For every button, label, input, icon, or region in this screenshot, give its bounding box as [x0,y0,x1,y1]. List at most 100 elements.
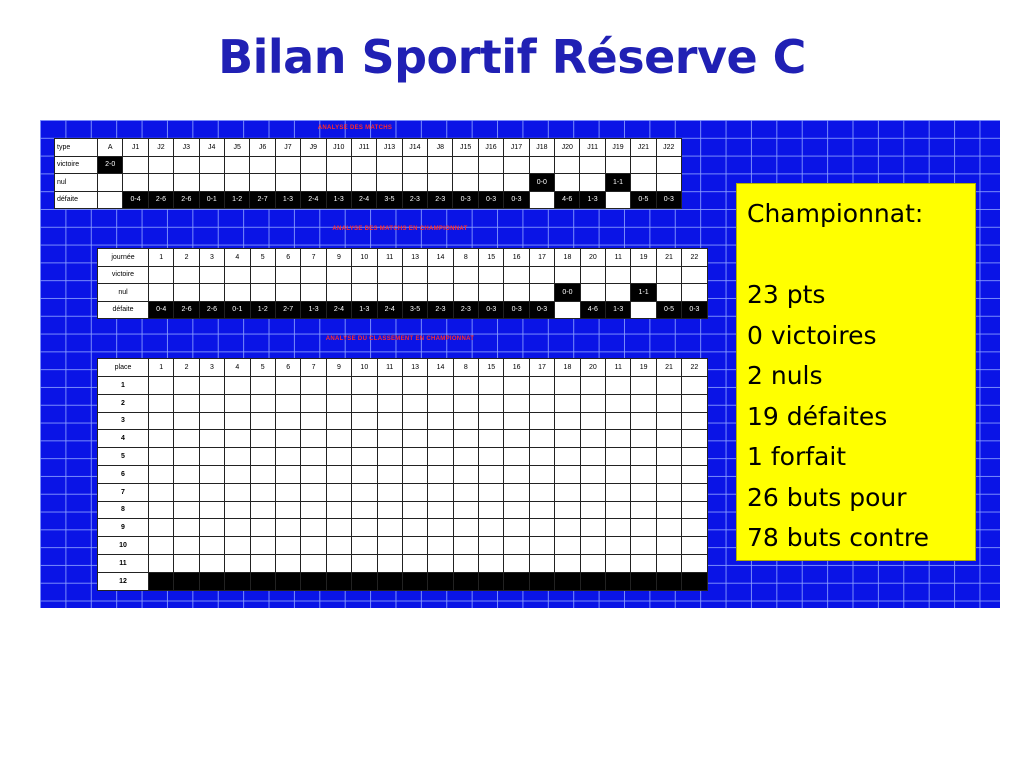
table-row: 9 [97,518,708,538]
ranking-cell [249,500,276,520]
ranking-cell [528,571,556,591]
ranking-cell [224,376,251,395]
table-row: 12 [97,571,708,591]
ranking-cell [325,571,353,591]
result-cell: 2-3 [427,300,454,319]
ranking-cell [401,464,429,484]
ranking-cell [401,447,429,466]
ranking-cell [452,500,480,520]
result-cell [452,283,480,302]
result-cell [528,155,556,174]
ranking-cell [173,536,200,555]
ranking-cell [528,482,556,502]
ranking-cell [554,536,581,555]
result-cell [173,155,200,174]
ranking-cell [224,464,251,484]
ranking-cell [605,500,632,520]
column-header-cell: J13 [376,138,403,157]
ranking-cell [452,518,480,538]
result-cell [554,173,581,192]
ranking-cell [579,482,607,502]
ranking-cell [554,376,581,395]
ranking-cell [300,518,327,538]
ranking-cell [630,536,657,555]
ranking-cell [274,376,302,395]
ranking-cell [147,500,175,520]
result-cell [274,283,302,302]
ranking-cell [173,571,200,591]
ranking-cell [401,500,429,520]
ranking-cell [274,571,302,591]
result-cell [300,173,327,192]
result-cell [376,265,403,284]
table-row: 1 [97,376,708,395]
result-cell [655,265,683,284]
ranking-cell [554,429,581,449]
column-header-cell: J11 [350,138,378,157]
result-cell: 3-5 [376,190,403,209]
column-header-cell: 9 [325,358,353,377]
result-cell: 0-5 [630,190,657,209]
result-cell: 2-0 [96,155,124,174]
place-label-cell: 6 [97,464,149,484]
ranking-cell [630,447,657,466]
column-header-cell: 7 [300,248,327,267]
ranking-cell [224,553,251,573]
result-cell [147,283,175,302]
ranking-cell [224,482,251,502]
result-cell [350,173,378,192]
result-cell [147,155,175,174]
ranking-cell [655,376,683,395]
result-cell [325,173,352,192]
place-label-cell: 2 [97,393,149,413]
result-cell [528,283,556,302]
result-cell [477,173,505,192]
ranking-cell [478,518,505,538]
summary-line: 19 défaites [747,401,888,431]
column-header-cell: 20 [579,248,607,267]
result-cell: 0-1 [198,190,225,209]
ranking-cell [147,482,175,502]
result-cell [579,173,606,192]
ranking-cell [325,411,353,431]
ranking-cell [325,447,353,466]
ranking-cell [401,482,429,502]
ranking-cell [681,571,708,591]
result-cell: 2-6 [173,190,200,209]
column-header-cell: 20 [579,358,607,377]
result-cell [147,173,175,192]
table-row: 11 [97,553,708,573]
ranking-cell [478,553,505,573]
row-label-cell: défaite [97,300,149,319]
result-cell [249,265,276,284]
result-cell [579,283,607,302]
column-header-cell: J9 [300,138,327,157]
ranking-cell [300,464,327,484]
column-header-cell: 14 [427,248,454,267]
ranking-cell [681,447,708,466]
ranking-cell [579,411,607,431]
ranking-cell [579,376,607,395]
ranking-cell [351,376,378,395]
result-cell [605,265,632,284]
ranking-cell [528,518,556,538]
result-cell: 1-3 [274,190,302,209]
result-cell: 1-3 [351,300,378,319]
table-row: 8 [97,500,708,520]
column-header-cell: J3 [173,138,200,157]
column-header-cell: 21 [655,358,683,377]
result-cell: 0-3 [503,190,530,209]
ranking-cell [147,571,175,591]
result-cell [401,283,429,302]
ranking-cell [478,536,505,555]
column-header-cell: 21 [655,248,683,267]
ranking-cell [147,464,175,484]
column-header-cell: 14 [427,358,454,377]
ranking-cell [401,393,429,413]
result-cell [528,265,556,284]
column-header-cell: 9 [325,248,353,267]
ranking-cell [173,482,200,502]
